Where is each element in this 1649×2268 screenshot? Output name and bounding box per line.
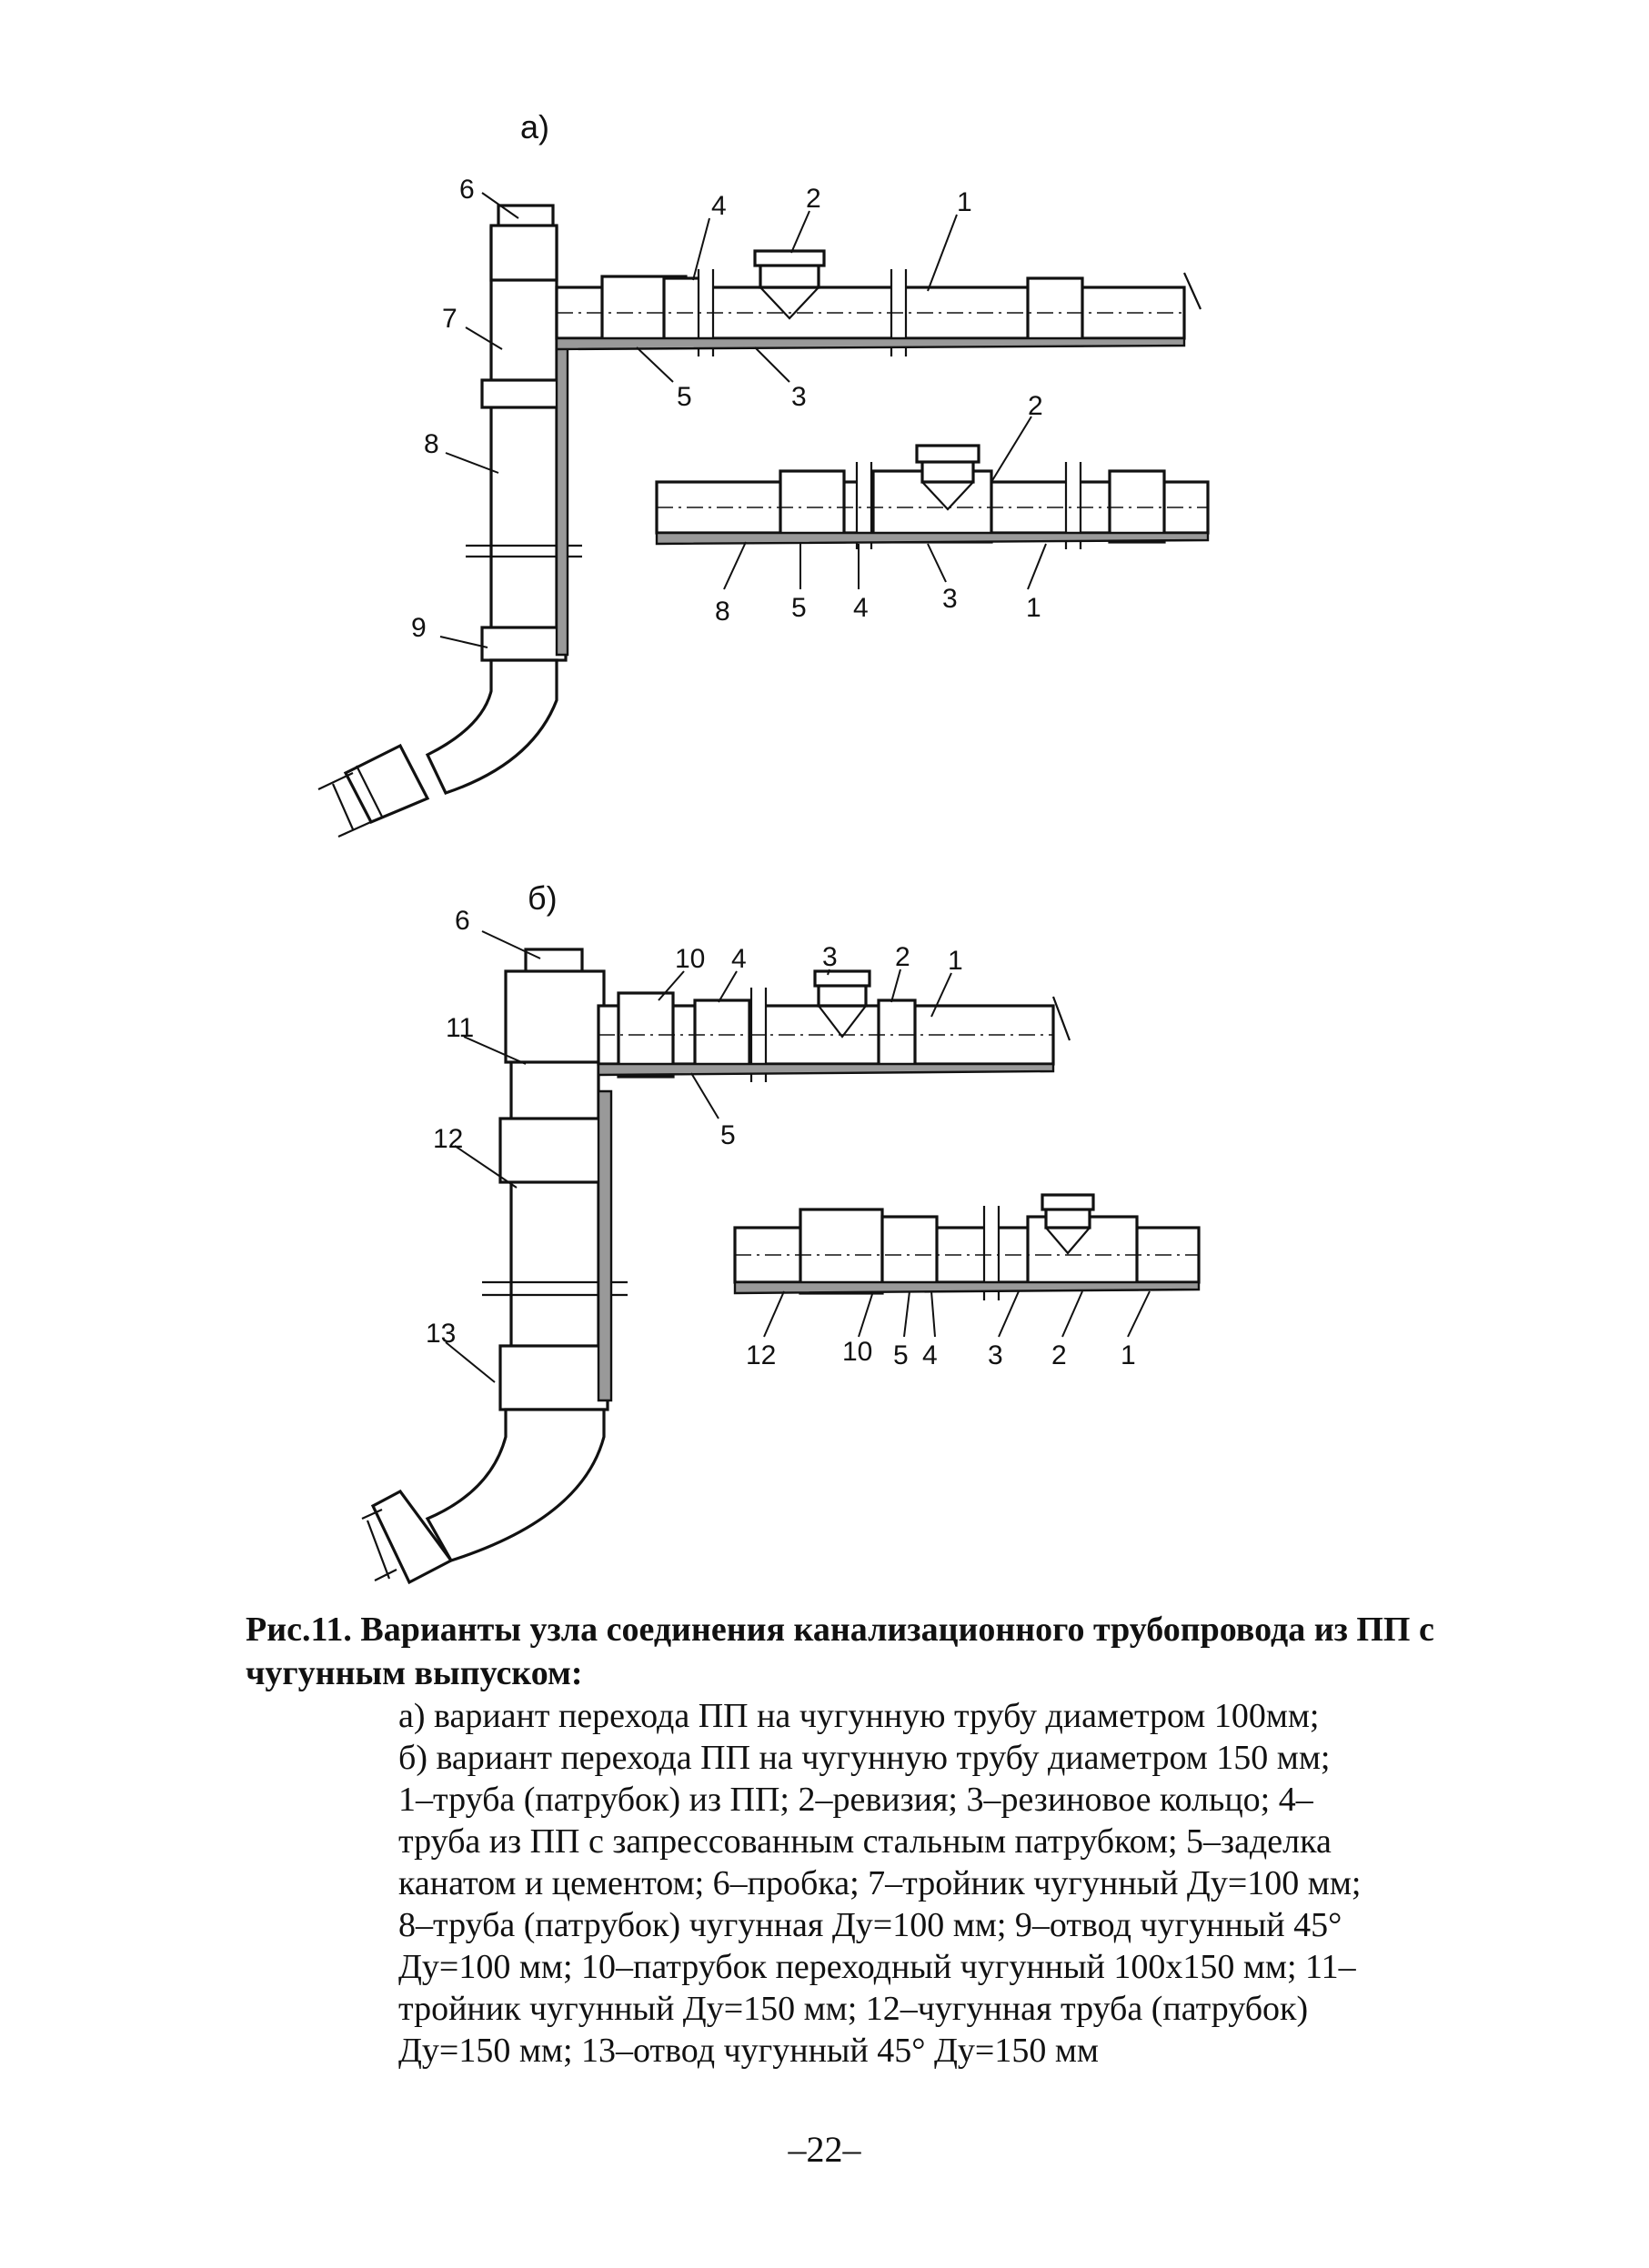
revision-cap-b	[813, 969, 871, 988]
callout-db-5: 5	[893, 1340, 909, 1370]
callout-b-6: 6	[455, 906, 470, 936]
socket-a1	[480, 378, 568, 409]
coupling-a	[662, 276, 702, 347]
caption-line: б) вариант перехода ПП на чугунную трубу…	[398, 1739, 1331, 1777]
revision-a	[759, 262, 820, 289]
panel-a-drawing: а)	[317, 108, 1210, 838]
caption-line: Ду=100 мм; 10–патрубок переходный чугунн…	[398, 1948, 1356, 1986]
callout-db-3: 3	[988, 1340, 1003, 1370]
caption-line: Ду=150 мм; 13–отвод чугунный 45° Ду=150 …	[398, 2032, 1099, 2070]
callout-b-5: 5	[720, 1120, 736, 1150]
callout-a-7: 7	[442, 304, 457, 334]
callout-a-2: 2	[806, 184, 821, 214]
callout-b-3: 3	[822, 942, 838, 972]
caption-line: а) вариант перехода ПП на чугунную трубу…	[398, 1697, 1320, 1735]
elbow-b	[425, 1408, 606, 1562]
packing-a-vertical	[555, 344, 569, 657]
socket-b3	[877, 999, 917, 1073]
coupling-b	[693, 999, 751, 1073]
callout-b-10: 10	[675, 944, 705, 974]
callout-a-9: 9	[411, 613, 427, 643]
elbow-a	[425, 658, 558, 795]
revision-cap-a	[753, 249, 826, 267]
callout-a-8: 8	[424, 429, 439, 459]
callout-db-10: 10	[842, 1337, 872, 1367]
panel-a-label: а)	[520, 108, 549, 146]
callout-da-1: 1	[1026, 593, 1041, 623]
tee-head-a	[489, 224, 558, 282]
figure-caption: Рис.11. Варианты узла соединения канализ…	[246, 1608, 1510, 2072]
callout-db-4: 4	[922, 1340, 938, 1370]
caption-line: труба из ПП с запрессованным стальным па…	[398, 1822, 1332, 1861]
callout-a-6: 6	[459, 175, 475, 205]
callout-da-4: 4	[853, 593, 869, 623]
caption-title-line2: чугунным выпуском:	[246, 1654, 583, 1692]
caption-line: 1–труба (патрубок) из ПП; 2–ревизия; 3–р…	[398, 1781, 1313, 1819]
callout-a-3: 3	[791, 382, 807, 412]
outlet-socket-a	[343, 743, 430, 825]
panel-b-label: б)	[528, 879, 558, 917]
callout-da-2: 2	[1028, 391, 1043, 421]
packing-a-horizontal	[555, 336, 1186, 351]
callout-da-5: 5	[791, 593, 807, 623]
socket-b1	[498, 1117, 609, 1184]
panel-b-drawing: б)	[361, 879, 1201, 1585]
socket-a3	[1026, 276, 1084, 347]
callout-b-13: 13	[426, 1319, 456, 1349]
callout-a-5: 5	[677, 382, 692, 412]
packing-b-vertical	[597, 1089, 613, 1402]
callout-db-2: 2	[1051, 1340, 1067, 1370]
page-number: –22–	[788, 2129, 861, 2170]
detail-b: 12 10 5 4 3 2 1	[733, 1193, 1201, 1370]
tee-head-b	[504, 969, 606, 1064]
callout-b-2: 2	[895, 942, 910, 972]
socket-b2	[498, 1344, 609, 1411]
socket-a2	[480, 626, 568, 662]
callout-db-12: 12	[746, 1340, 776, 1370]
callout-a-4: 4	[711, 191, 727, 221]
caption-line: канатом и цементом; 6–пробка; 7–тройник …	[398, 1864, 1362, 1902]
caption-title-line1: Варианты узла соединения канализационног…	[360, 1611, 1434, 1649]
callout-da-3: 3	[942, 584, 958, 614]
callout-b-1: 1	[948, 946, 963, 976]
technical-drawing: а)	[317, 108, 1210, 1585]
caption-title: Рис.11. Варианты узла соединения канализ…	[246, 1608, 1510, 1651]
callout-b-12: 12	[433, 1124, 463, 1154]
riser-pipe-a	[489, 226, 558, 657]
caption-legend: а) вариант перехода ПП на чугунную трубу…	[398, 1695, 1510, 2072]
caption-line: тройник чугунный Ду=150 мм; 12–чугунная …	[398, 1990, 1309, 2028]
callout-b-4: 4	[731, 944, 747, 974]
figure-label: Рис.11.	[246, 1611, 352, 1649]
packing-b-horizontal	[597, 1062, 1055, 1077]
outlet-socket-b	[370, 1489, 454, 1585]
detail-a: 2 8 5 4 3 1	[655, 391, 1210, 627]
callout-b-11: 11	[446, 1013, 474, 1043]
caption-line: 8–труба (патрубок) чугунная Ду=100 мм; 9…	[398, 1906, 1342, 1944]
callout-a-1: 1	[957, 187, 972, 217]
callout-da-8: 8	[715, 597, 730, 627]
callout-db-1: 1	[1121, 1340, 1136, 1370]
